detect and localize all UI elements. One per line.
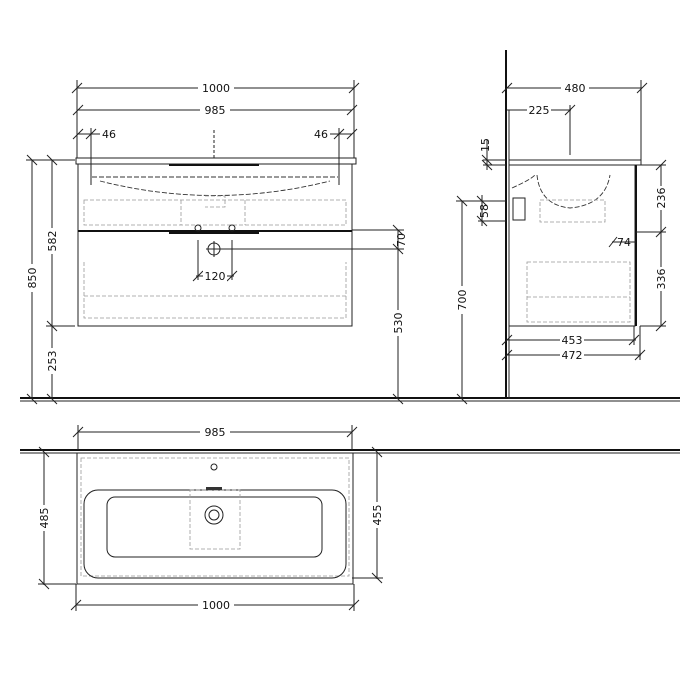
dim-depth-top: 480 [565, 82, 586, 95]
side-dims: 480 225 15 58 700 236 336 74 453 472 [455, 80, 668, 405]
basin-outline [92, 176, 338, 196]
wall-bracket [512, 197, 526, 221]
cabinet-body [77, 163, 353, 327]
dim-height-total: 850 [26, 268, 39, 289]
dim-width-cabinet: 985 [205, 104, 226, 117]
dim-upper-drawer: 236 [655, 188, 668, 209]
dim-mount-bracket: 58 [478, 204, 491, 218]
plan-dims: 985 1000 485 455 [37, 425, 384, 612]
countertop [75, 157, 357, 165]
front-view [75, 130, 357, 327]
dim-plan-depth-top: 485 [38, 508, 51, 529]
tap-hole [210, 463, 218, 471]
tap-hole-right [228, 224, 236, 232]
dim-tap-offset: 70 [395, 233, 408, 247]
dim-front-recess: 74 [617, 236, 631, 249]
dim-width-total: 1000 [202, 82, 230, 95]
dim-plan-width-top: 1000 [202, 599, 230, 612]
dim-top-thickness: 15 [479, 138, 492, 152]
dimension-46: 46 46 [72, 128, 358, 185]
tap-hole-left [194, 224, 202, 232]
plan-view [76, 452, 354, 585]
basin-outer [83, 489, 347, 579]
dim-basin-center: 225 [529, 104, 550, 117]
dim-mount-height: 700 [456, 290, 469, 311]
dim-depth-front: 472 [562, 349, 583, 362]
dim-tap-height: 530 [392, 313, 405, 334]
basin-inner [106, 496, 323, 558]
dim-plan-width-cabinet: 985 [205, 426, 226, 439]
dimension-850: 850 [25, 154, 75, 405]
countertop-side [508, 159, 642, 166]
dimension-582-253: 582 253 [45, 154, 75, 405]
dim-height-cabinet: 582 [46, 231, 59, 252]
drain [204, 505, 224, 525]
dim-offset-left: 46 [102, 128, 116, 141]
dim-lower-drawer: 336 [655, 269, 668, 290]
dim-plan-depth-cabinet: 455 [371, 505, 384, 526]
floor-line-elevation [20, 397, 680, 402]
countertop-plan [76, 452, 354, 585]
dim-floor-gap: 253 [46, 351, 59, 372]
dim-tap-spacing: 120 [205, 270, 226, 283]
dim-depth-cabinet: 453 [562, 334, 583, 347]
dimension-985-front: 985 [72, 102, 358, 117]
dimension-120: 120 [192, 240, 238, 283]
dim-offset-right: 46 [314, 128, 328, 141]
dimension-1000-front: 1000 [71, 80, 360, 158]
basin-section [511, 174, 611, 209]
dimension-530-70: 70 530 [222, 224, 408, 405]
